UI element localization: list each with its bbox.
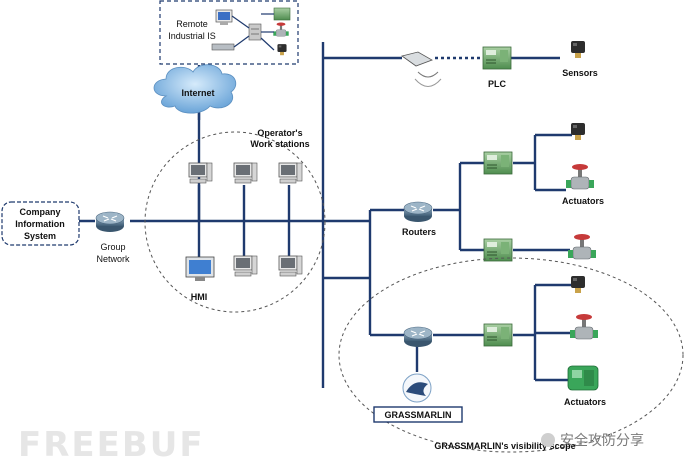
workstation-4-icon [233, 255, 258, 277]
watermark-left: FREEBUF [18, 425, 205, 465]
actuators-bottom-label: Actuators [564, 397, 606, 407]
hmi-monitor-icon [185, 256, 215, 281]
company-line1: Company [19, 207, 60, 217]
network-links [60, 42, 572, 388]
wireless-access-point-icon [401, 51, 442, 87]
remote-plc-icon [273, 7, 291, 21]
actuator-motor-icon [567, 365, 599, 391]
plc-lower-icon [483, 323, 513, 347]
operators-line1: Operator's [257, 128, 302, 138]
grassmarlin-visibility-scope [338, 257, 684, 453]
hmi-label: HMI [191, 292, 208, 302]
router-lower-icon [403, 326, 433, 348]
router-upper-icon [403, 201, 433, 223]
group-network-router-icon [95, 211, 125, 233]
actuators-top-label: Actuators [562, 196, 604, 206]
internet-cloud: Internet [153, 64, 237, 114]
workstation-3-icon [278, 162, 303, 184]
valve-upper-2-icon [567, 233, 597, 260]
sensors-label: Sensors [562, 68, 598, 78]
operator-zone [144, 131, 326, 313]
remote-rack-icon [248, 23, 262, 41]
company-line2: Information [15, 219, 65, 229]
plc-label: PLC [488, 79, 507, 89]
workstation-5-icon [278, 255, 303, 277]
company-line3: System [24, 231, 56, 241]
plc-upper-1-icon [483, 151, 513, 175]
routers-label: Routers [402, 227, 436, 237]
group-network-line1: Group [100, 242, 125, 252]
grassmarlin-box: GRASSMARLIN [373, 406, 463, 423]
visibility-label: GRASSMARLIN's visibility scope [434, 441, 575, 451]
remote-industrial-box: Remote Industrial IS [159, 0, 299, 65]
valve-upper-1-icon [565, 163, 595, 190]
internet-label: Internet [181, 88, 214, 98]
remote-line1: Remote [176, 19, 208, 29]
valve-lower-icon [569, 313, 599, 340]
watermark-right-text: 安全攻防分享 [560, 432, 644, 449]
sensor-top-icon [571, 41, 585, 58]
sensor-upper-icon [571, 123, 585, 140]
remote-line2: Industrial IS [168, 31, 216, 41]
grassmarlin-logo-icon [402, 373, 432, 403]
group-network-line2: Network [96, 254, 130, 264]
company-info-system: Company Information System [1, 201, 80, 246]
plc-top-icon [482, 46, 512, 70]
watermark-right: 安全攻防分享 [541, 432, 644, 449]
operators-line2: Work stations [250, 139, 309, 149]
sensor-lower-icon [571, 276, 585, 293]
remote-switch-icon [211, 43, 235, 51]
workstation-1-icon [188, 162, 213, 184]
workstation-2-icon [233, 162, 258, 184]
grassmarlin-label: GRASSMARLIN [385, 410, 452, 420]
